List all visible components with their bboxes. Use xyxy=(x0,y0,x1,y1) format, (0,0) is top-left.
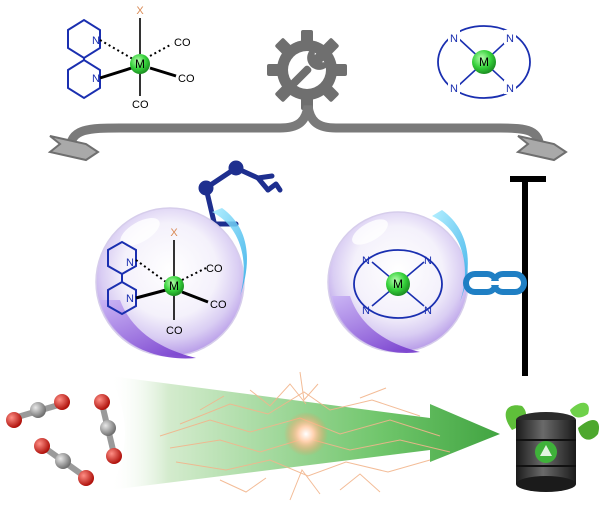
bubble-complex-co-right: CO xyxy=(210,299,227,311)
bubble-complex-co-lower: CO xyxy=(166,325,183,337)
co2-molecule-1 xyxy=(6,394,70,428)
top-macrocycle-n-br: N xyxy=(506,83,514,95)
top-macrocycle-n-tl: N xyxy=(450,33,458,45)
hybrid-bracket xyxy=(47,105,568,162)
top-complex-metal-label: M xyxy=(135,57,145,71)
bubble-macrocycle-metal-label: M xyxy=(393,277,403,291)
co2-molecule-2 xyxy=(94,394,122,464)
bubble-complex-co-upper: CO xyxy=(206,263,223,275)
top-macrocycle-n-tr: N xyxy=(506,33,514,45)
top-complex-co-lower: CO xyxy=(132,99,149,111)
top-macrocycle-n-bl: N xyxy=(450,83,458,95)
chain-link-icon xyxy=(463,271,527,295)
top-complex-co-right: CO xyxy=(178,73,195,85)
bubble-macrocycle: M N N N N xyxy=(327,210,469,353)
bubble-complex-n-top: N xyxy=(126,257,134,269)
bubble-complex-axial-label: X xyxy=(170,227,178,239)
bubble-macrocycle-n-br: N xyxy=(424,305,432,317)
co2-molecule-3 xyxy=(34,438,94,486)
top-complex-n-bottom: N xyxy=(92,73,100,85)
bubble-macrocycle-n-bl: N xyxy=(362,305,370,317)
top-macrocycle-complex: M N N N N xyxy=(437,25,531,99)
top-complex-co-upper: CO xyxy=(174,37,191,49)
robot-arm-icon xyxy=(189,160,283,227)
top-macrocycle-metal-label: M xyxy=(479,55,489,69)
bubble-complex-n-bottom: N xyxy=(126,293,134,305)
top-complex-axial-label: X xyxy=(136,5,144,17)
bubble-complex-metal-label: M xyxy=(169,279,179,293)
top-bipyridine-complex: M X CO CO CO N N xyxy=(67,5,195,111)
spark-center xyxy=(284,412,328,456)
bubble-macrocycle-n-tl: N xyxy=(362,255,370,267)
fuel-barrel-icon xyxy=(505,402,600,492)
bubble-bipyridine: M X CO CO CO N N xyxy=(95,207,247,359)
top-complex-n-top: N xyxy=(92,35,100,47)
bubble-macrocycle-n-tr: N xyxy=(424,255,432,267)
gear-wrench-icon xyxy=(267,30,347,110)
